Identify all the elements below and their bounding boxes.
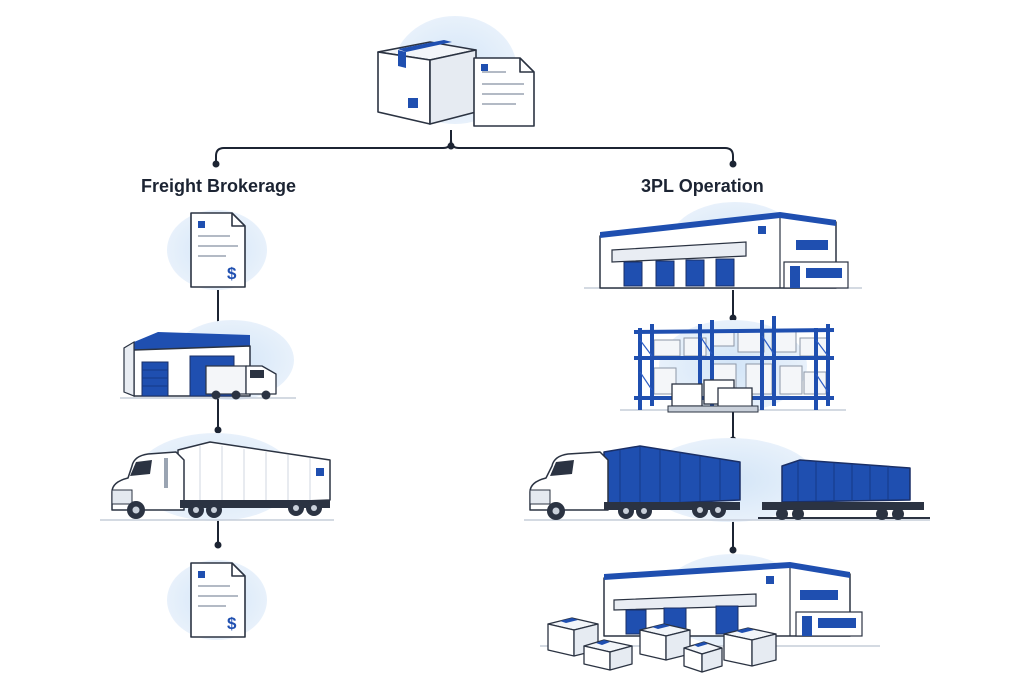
semi-truck-with-trailer-icon bbox=[100, 433, 334, 521]
distribution-warehouse-with-boxes-icon bbox=[540, 554, 880, 673]
pallet-racking-icon bbox=[620, 316, 846, 413]
warehouse-with-box-truck-icon bbox=[120, 320, 296, 400]
invoice-document-icon: $ bbox=[167, 560, 267, 640]
warehouse-building-icon bbox=[584, 202, 862, 289]
dollar-sign-icon: $ bbox=[227, 614, 237, 633]
shipment-box-and-document-icon bbox=[377, 16, 535, 127]
container-truck-and-rail-car-icon bbox=[524, 438, 930, 522]
dollar-sign-icon: $ bbox=[227, 264, 237, 283]
invoice-document-icon: $ bbox=[167, 210, 267, 290]
freight-brokerage-title: Freight Brokerage bbox=[141, 176, 297, 196]
3pl-operation-title: 3PL Operation bbox=[641, 176, 764, 196]
